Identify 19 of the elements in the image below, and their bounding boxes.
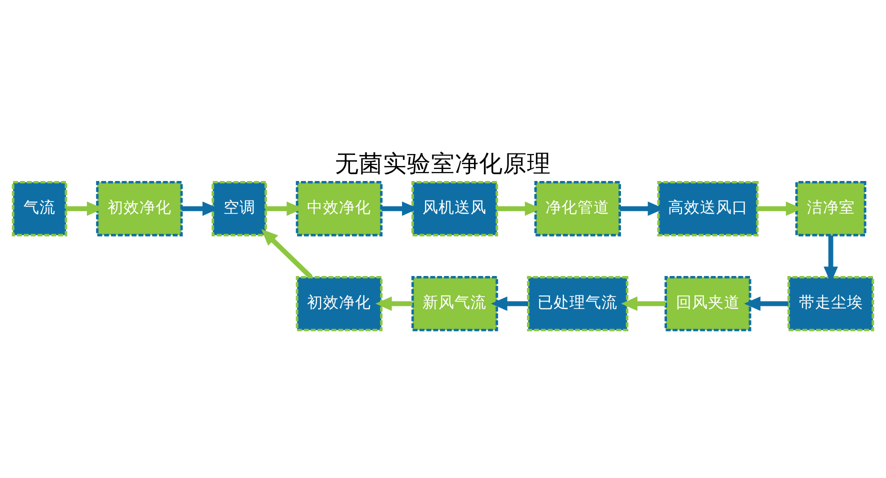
node-box: 空调 <box>212 180 267 236</box>
node-box: 中效净化 <box>296 180 383 236</box>
node-box: 初效净化 <box>96 180 183 236</box>
arrow <box>375 296 412 310</box>
arrow <box>261 228 313 278</box>
node-box: 新风气流 <box>411 275 498 331</box>
node-box: 高效送风口 <box>657 180 759 236</box>
node-box: 初效净化 <box>296 275 383 331</box>
node-box: 风机送风 <box>411 180 498 236</box>
node-box: 已处理气流 <box>526 275 628 331</box>
node-box: 气流 <box>12 180 68 236</box>
diagram-title: 无菌实验室净化原理 <box>335 149 551 178</box>
arrow <box>744 296 788 310</box>
arrow <box>490 296 528 310</box>
node-box: 回风夹道 <box>664 275 752 331</box>
node-box: 净化管道 <box>534 180 621 236</box>
node-box: 带走尘埃 <box>787 275 874 331</box>
arrow <box>621 296 666 310</box>
node-box: 洁净室 <box>795 180 866 236</box>
